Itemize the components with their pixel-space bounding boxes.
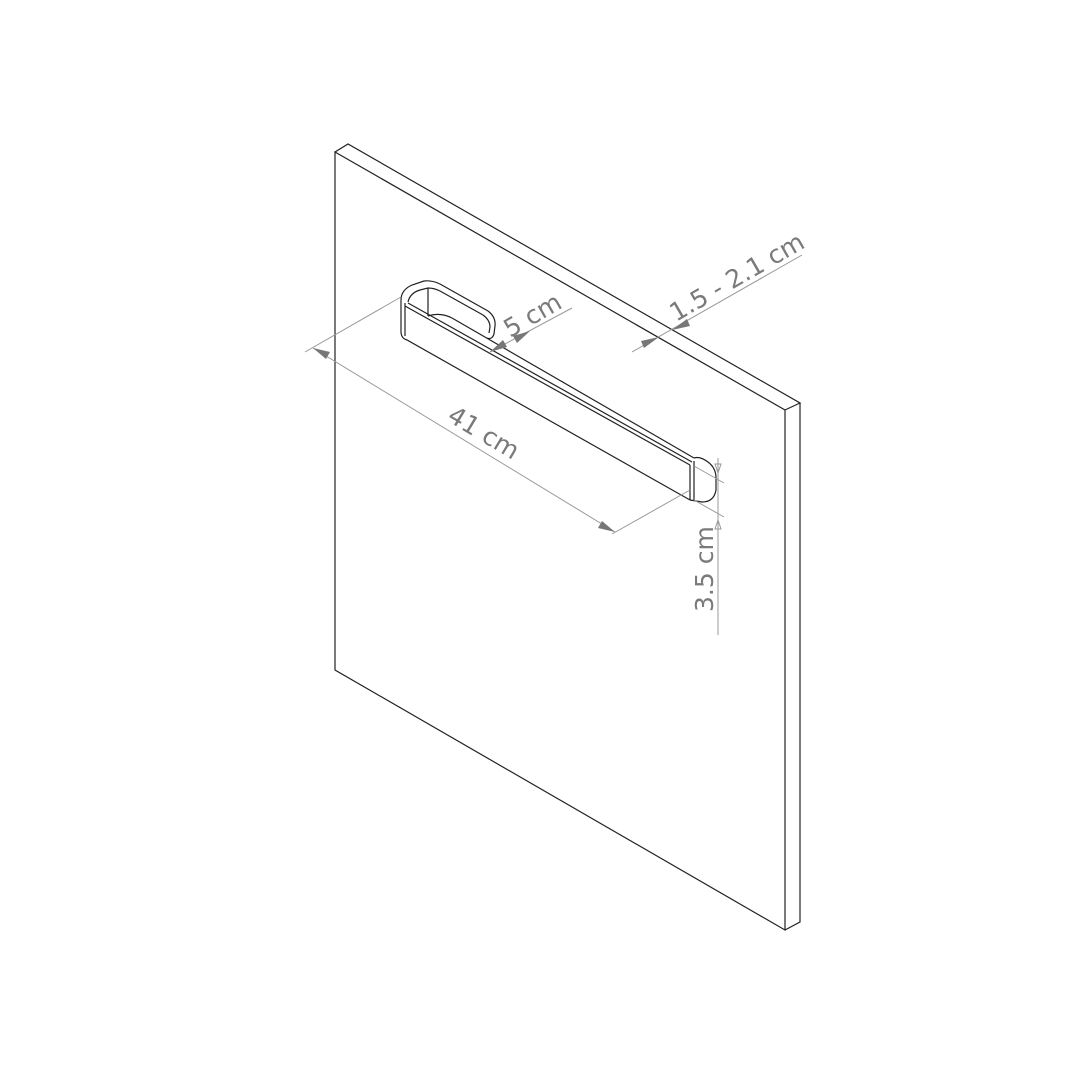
dimension-panel-thickness: 1.5 - 2.1 cm	[631, 227, 810, 353]
dimension-label-height: 3.5 cm	[690, 526, 719, 612]
bar-inner-hole	[407, 287, 491, 334]
bar-top-front-edge-2	[407, 302, 693, 463]
dimension-height: 3.5 cm	[690, 458, 725, 635]
dimension-length: 41 cm	[304, 296, 691, 535]
bar-top-back-edge	[451, 317, 695, 459]
panel	[334, 143, 802, 932]
arrow-icon	[714, 463, 722, 475]
dimension-label-length: 41 cm	[443, 400, 525, 465]
dimension-label-thickness: 1.5 - 2.1 cm	[665, 227, 810, 327]
bar-end-cap	[689, 456, 717, 503]
bar-top-front-edge	[404, 305, 691, 466]
arrow-icon	[714, 518, 722, 530]
bar-top-outline	[400, 280, 496, 340]
panel-side-edge	[784, 403, 801, 931]
arrow-icon	[313, 348, 330, 359]
arrow-icon	[641, 337, 659, 348]
arrow-icon	[598, 521, 615, 532]
arrow-icon	[672, 319, 690, 330]
bar-bottom-edge	[400, 332, 691, 501]
arrow-icon	[490, 340, 507, 352]
dimension-label-depth: 5 cm	[499, 287, 567, 343]
panel-top-edge	[334, 143, 802, 411]
dimension-depth: 5 cm	[489, 287, 573, 353]
arrow-icon	[513, 331, 530, 343]
towel-bar	[400, 280, 717, 503]
